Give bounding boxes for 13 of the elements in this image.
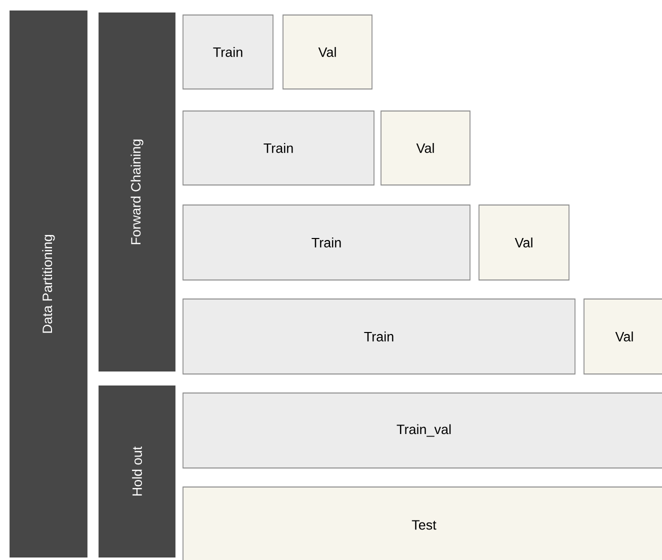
train-box: Train: [182, 110, 374, 186]
side-bar: Data Partitioning: [10, 10, 88, 558]
train-box: Train_val: [182, 392, 662, 468]
side-bar: Forward Chaining: [98, 12, 176, 372]
train-box: Train: [182, 204, 470, 280]
val-box: Val: [478, 204, 570, 280]
val-box: Val: [282, 14, 372, 90]
test-box: Test: [182, 486, 662, 560]
train-box: Train: [182, 298, 576, 374]
val-box: Val: [584, 298, 662, 374]
val-box: Val: [380, 110, 470, 186]
train-box: Train: [182, 14, 274, 90]
side-bar: Hold out: [98, 386, 176, 558]
